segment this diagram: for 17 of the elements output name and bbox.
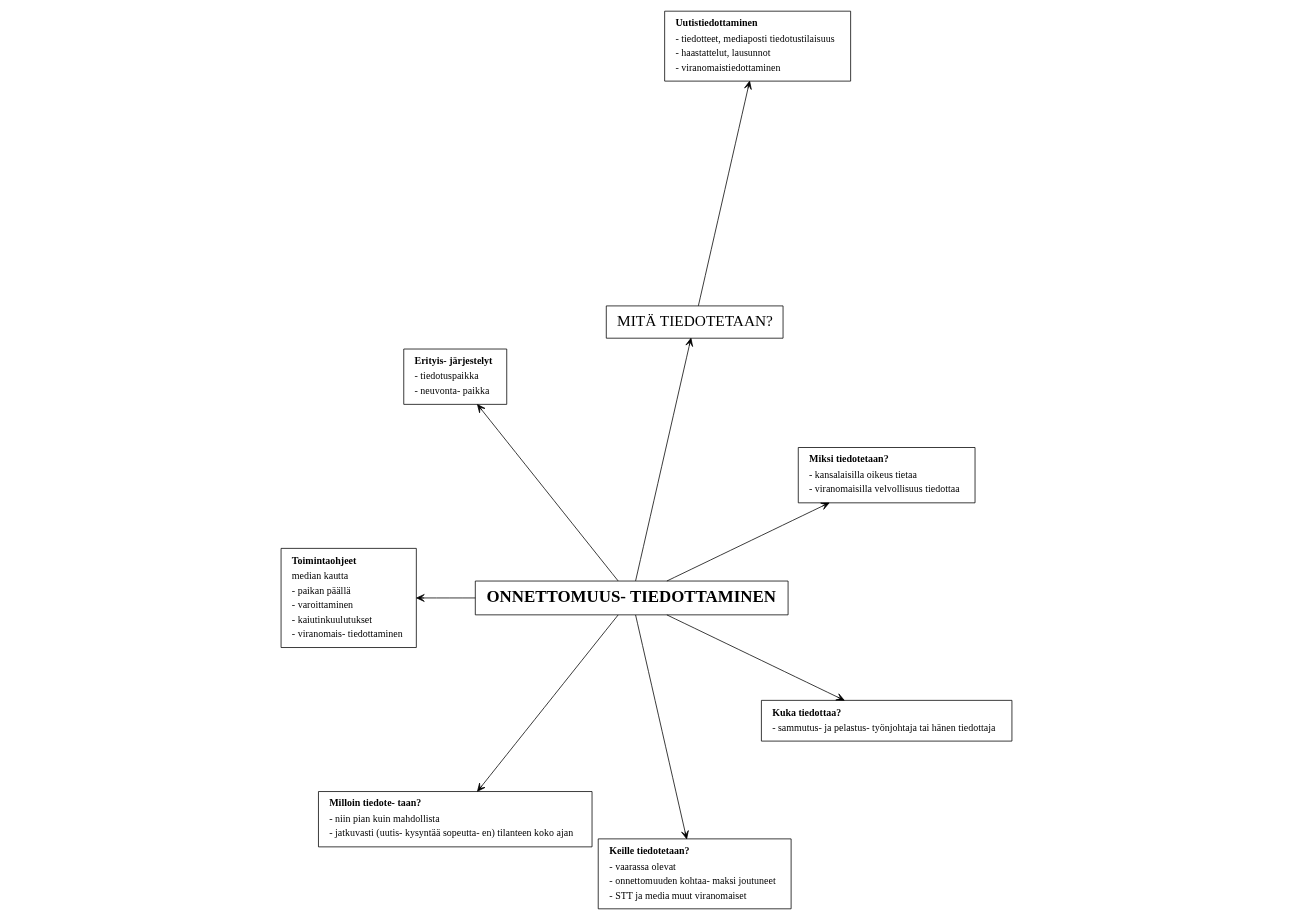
arrow	[477, 404, 619, 582]
node-box: ONNETTOMUUS- TIEDOTTAMINEN	[474, 580, 789, 616]
arrow	[635, 614, 689, 840]
arrow	[416, 594, 476, 602]
node-box: Milloin tiedote- taan? - niin pian kuin mahdollista - jatkuvasti (uutis- kysyntää sopeutta- en) tilanteen koko ajan	[318, 791, 593, 848]
node-box: Uutistiedottaminen - tiedotteet, mediaposti tiedotustilaisuus - haastattelut, lausunnot - viranomaistiedottaminen	[664, 10, 851, 82]
node-box: Miksi tiedotetaan? - kansalaisilla oikeus tietaa - viranomaisilla velvollisuus tiedottaa	[797, 447, 976, 504]
node-box: Erityis- järjestelyt - tiedotuspaikka - neuvonta- paikka	[403, 348, 508, 405]
arrow	[635, 337, 693, 582]
node-box: Kuka tiedottaa? - sammutus- ja pelastus- työnjohtaja tai hänen tiedottaja	[761, 700, 1013, 742]
arrow	[477, 614, 619, 792]
arrow	[698, 80, 752, 307]
node-box: MITÄ TIEDOTETAAN?	[605, 305, 784, 339]
arrow	[666, 502, 830, 582]
node-box: Toimintaohjeet median kautta - paikan päällä - varoittaminen - kaiutinkuulutukset - viranomais- tiedottaminen	[280, 548, 417, 648]
arrow	[666, 614, 845, 701]
node-box: Keille tiedotetaan? - vaarassa olevat - onnettomuuden kohtaa- maksi joutuneet - STT ja media muut viranomaiset	[597, 838, 792, 910]
